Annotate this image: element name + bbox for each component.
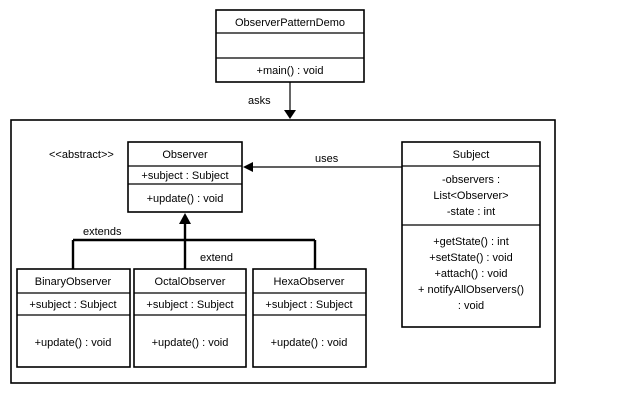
asks-arrowhead bbox=[284, 110, 296, 119]
class-observer: Observer +subject : Subject +update() : … bbox=[127, 141, 243, 213]
binary-class-box bbox=[16, 268, 131, 368]
subject-method-1: +getState() : int bbox=[433, 236, 509, 248]
class-binary-observer: BinaryObserver +subject : Subject +updat… bbox=[16, 268, 131, 368]
subject-method-3: +attach() : void bbox=[434, 268, 507, 280]
subject-attribute-2: List<Observer> bbox=[433, 190, 508, 202]
class-hexa-observer: HexaObserver +subject : Subject +update(… bbox=[252, 268, 367, 368]
subject-class-name: Subject bbox=[453, 149, 490, 161]
binary-attribute: +subject : Subject bbox=[29, 299, 116, 311]
octal-class-box bbox=[133, 268, 247, 368]
subject-attribute-3: -state : int bbox=[447, 206, 495, 218]
extend-label: extend bbox=[200, 252, 233, 264]
observer-class-box bbox=[127, 141, 243, 213]
uses-association: uses bbox=[243, 153, 402, 172]
uses-label: uses bbox=[315, 153, 339, 165]
octal-attribute: +subject : Subject bbox=[146, 299, 233, 311]
observer-attribute: +subject : Subject bbox=[141, 170, 228, 182]
subject-class-box bbox=[401, 141, 541, 328]
observer-stereotype: <<abstract>> bbox=[49, 149, 114, 161]
demo-class-name: ObserverPatternDemo bbox=[235, 17, 345, 29]
demo-class-box bbox=[215, 9, 365, 83]
hexa-method: +update() : void bbox=[271, 337, 348, 349]
extends-label: extends bbox=[83, 226, 122, 238]
class-octal-observer: OctalObserver +subject : Subject +update… bbox=[133, 268, 247, 368]
inheritance-connectors: extends extend bbox=[71, 213, 317, 269]
hexa-class-box bbox=[252, 268, 367, 368]
subject-method-4: + notifyAllObservers() bbox=[418, 284, 524, 296]
hexa-class-name: HexaObserver bbox=[274, 276, 345, 288]
asks-association: asks bbox=[248, 82, 296, 119]
subject-method-5: : void bbox=[458, 300, 484, 312]
class-subject: Subject -observers : List<Observer> -sta… bbox=[401, 141, 541, 328]
octal-method: +update() : void bbox=[152, 337, 229, 349]
inheritance-arrowhead bbox=[179, 213, 191, 224]
octal-class-name: OctalObserver bbox=[155, 276, 226, 288]
hexa-attribute: +subject : Subject bbox=[265, 299, 352, 311]
binary-method: +update() : void bbox=[35, 337, 112, 349]
subject-method-2: +setState() : void bbox=[429, 252, 512, 264]
binary-class-name: BinaryObserver bbox=[35, 276, 112, 288]
class-observer-pattern-demo: ObserverPatternDemo +main() : void bbox=[215, 9, 365, 83]
asks-label: asks bbox=[248, 95, 271, 107]
observer-method: +update() : void bbox=[147, 193, 224, 205]
demo-method: +main() : void bbox=[257, 65, 324, 77]
uses-arrowhead bbox=[243, 162, 253, 172]
subject-attribute-1: -observers : bbox=[442, 174, 500, 186]
observer-class-name: Observer bbox=[162, 149, 208, 161]
